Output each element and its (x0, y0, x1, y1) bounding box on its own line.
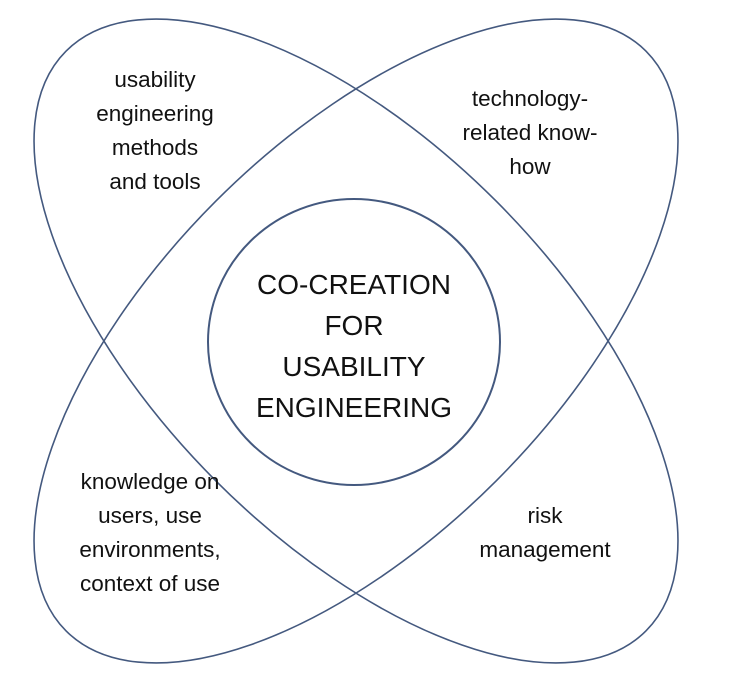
petal-text-line: how (509, 154, 551, 179)
petal-label-top-right: technology- related know- how (440, 82, 620, 184)
petal-label-bottom-left: knowledge on users, use environments, co… (50, 465, 250, 601)
center-text-line: CO-CREATION (257, 269, 451, 300)
petal-label-top-left: usability engineering methods and tools (65, 63, 245, 199)
petal-text-line: risk (527, 503, 563, 528)
center-text-line: ENGINEERING (255, 392, 453, 423)
petal-text-line: management (479, 537, 611, 562)
petal-text-line: usability (114, 67, 196, 92)
petal-text-line: technology- (471, 86, 589, 111)
petal-text-line: engineering (96, 101, 214, 126)
center-circle (207, 198, 501, 486)
center-text-line: FOR (324, 310, 384, 341)
center-title: CO-CREATION FOR USABILITY ENGINEERING (224, 264, 484, 428)
petal-text-line: methods (111, 135, 199, 160)
petal-text-line: and tools (109, 169, 201, 194)
petal-text-line: knowledge on (80, 469, 220, 494)
petal-text-line: users, use (98, 503, 202, 528)
petal-text-line: environments, (79, 537, 221, 562)
petal-text-line: context of use (79, 571, 221, 596)
petal-text-line: related know- (462, 120, 598, 145)
petal-label-bottom-right: risk management (455, 499, 635, 567)
center-text-line: USABILITY (282, 351, 426, 382)
